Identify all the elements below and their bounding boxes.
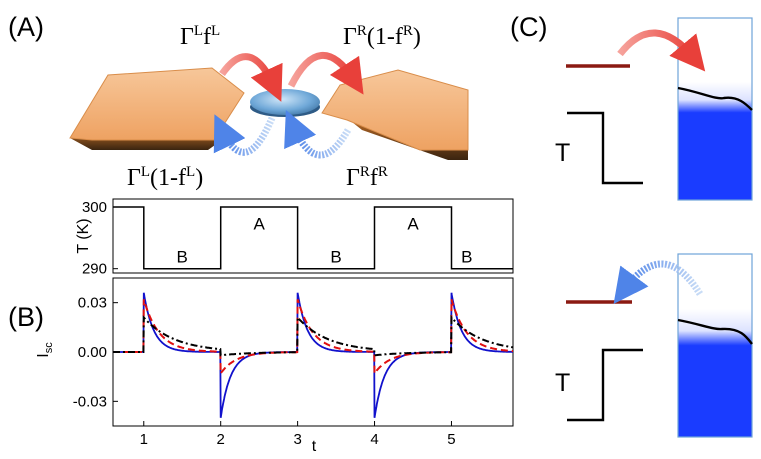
current-x-tick-label: 2 [217,431,225,448]
current-y-tick-label: 0.00 [78,344,107,361]
panel-label-a: (A) [8,12,44,42]
reservoir-top [677,17,753,201]
current-series-dashed [113,299,513,377]
left-electrode [69,67,245,150]
rate-label-top-right: ΓR(1-fR) [343,23,421,50]
current-y-tick-label: 0.03 [78,295,107,312]
fermi-function-bottom [677,318,753,345]
arrow-left-to-dot [219,53,283,102]
temperature-phase-label: B [461,247,472,266]
temperature-step-up [567,348,643,422]
current-x-tick-label: 5 [447,431,455,448]
temperature-series-line [113,206,513,270]
arrow-dot-to-right [284,110,352,159]
reservoir-bottom [677,253,753,438]
rate-label-bottom-right: ΓRfR [346,164,388,191]
current-axis-label: Isc [35,342,55,358]
rate-label-bottom-left: ΓL(1-fL) [127,164,203,191]
current-x-tick-label: 4 [370,431,378,448]
temperature-phase-label: B [330,247,341,266]
schematic-cooling: T [555,253,753,438]
current-y-tick-label: -0.03 [73,393,107,410]
current-series-dashdot [113,314,513,357]
temperature-plot-frame [112,198,514,274]
temperature-step-down [567,111,643,185]
temperature-axis-label: T (K) [75,218,92,253]
temperature-phase-label: A [407,215,419,234]
time-axis-label: t [312,438,317,455]
electron-in-arrow [613,260,703,305]
temperature-y-tick-label: 290 [82,261,107,278]
fermi-function-top [677,86,753,111]
temp-label-bottom: T [555,369,570,397]
current-plot: Isc t 0.03 0.00 -0.03 1 2 3 4 5 [35,277,514,455]
quantum-dot [250,89,320,117]
panel-label-b: (B) [8,302,44,332]
temp-label-top: T [555,139,570,167]
electron-out-arrow [617,29,706,72]
panel-label-c: (C) [510,12,547,42]
schematic-heating: T [555,17,753,201]
right-electrode [321,69,469,160]
current-x-tick-label: 3 [293,431,301,448]
temperature-y-tick-label: 300 [82,199,107,216]
arrow-right-to-dot [287,51,364,95]
temperature-phase-label: B [177,247,188,266]
current-x-tick-label: 1 [140,431,148,448]
current-series-solid [113,292,513,418]
arrow-dot-to-left [213,114,276,156]
rate-label-top-left: ΓLfL [180,23,220,50]
temperature-phase-label: A [253,215,265,234]
